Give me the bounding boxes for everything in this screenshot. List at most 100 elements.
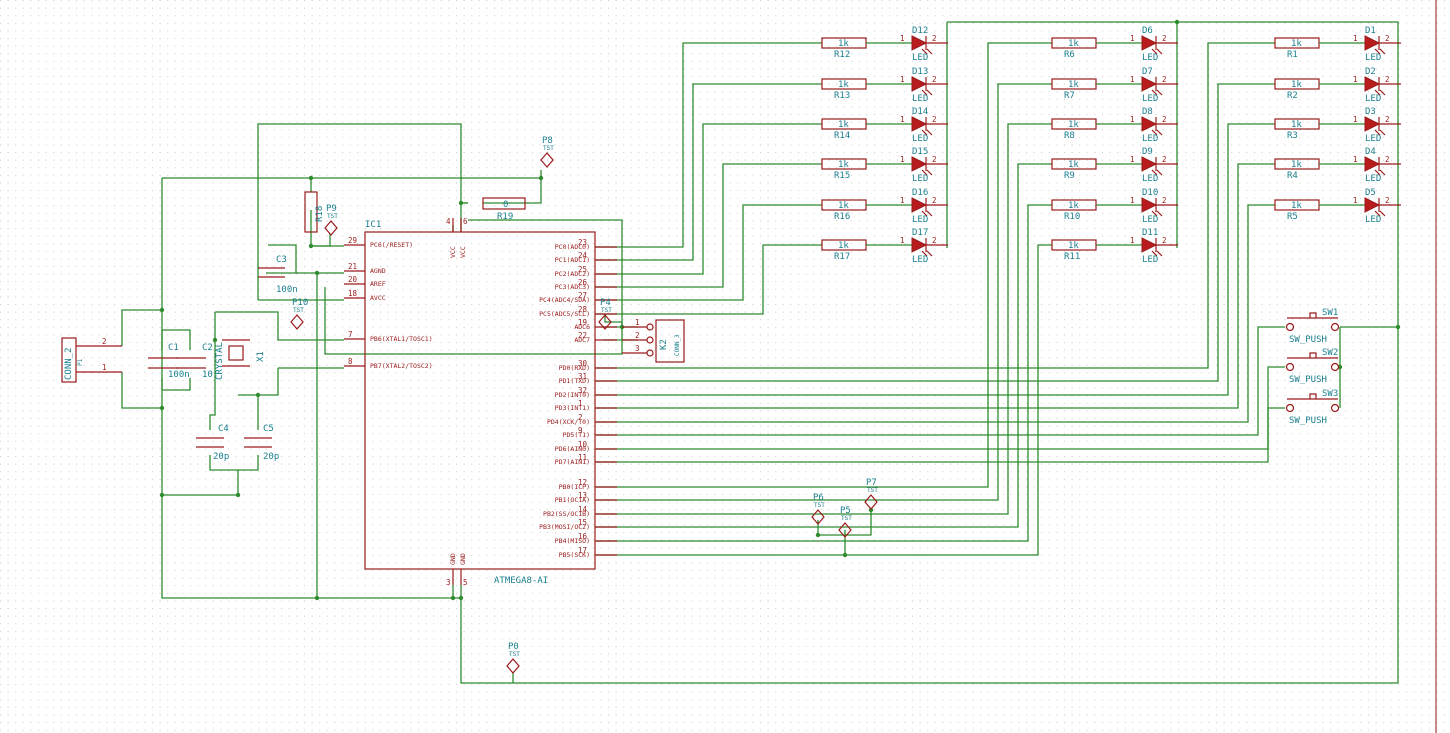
led-value-d4: LED (1365, 174, 1381, 184)
junctions (159, 19, 1401, 601)
mcu-pin-num-10: 10 (578, 440, 588, 449)
testpoint-ref-p5: P5 (840, 506, 851, 516)
led-value-d13: LED (912, 94, 928, 104)
mcu-pin-name-20: AREF (370, 280, 386, 288)
led-body-d14 (911, 116, 928, 132)
led-ref-d1: D1 (1365, 26, 1376, 36)
resistor-ref-r14: R14 (834, 131, 850, 141)
resistor-ref-r10: R10 (1064, 212, 1080, 222)
led-body-d11 (1141, 237, 1158, 253)
led-pin1-d16: 1 (900, 196, 905, 205)
led-rays-d16 (921, 210, 933, 217)
switch-contact-b-sw3 (1330, 403, 1340, 413)
led-value-d17: LED (912, 255, 928, 265)
resistor-ref-r12: R12 (834, 50, 850, 60)
testpoint-diamond-p4 (598, 314, 612, 330)
testpoint-ref-p0: P0 (508, 642, 519, 652)
resistor-r19: 0 R19 (482, 197, 526, 222)
led-ref-d14: D14 (912, 107, 928, 117)
mcu-pin-name-27: PC4(ADC4/SDA) (539, 296, 590, 304)
mcu-pin-name-7: PB6(XTAL1/TOSC1) (370, 335, 433, 343)
led-pin2-d10: 2 (1162, 196, 1167, 205)
mcu-pin-name-21: AGND (370, 267, 386, 275)
mcu-pin-name-22: ADC7 (574, 336, 590, 344)
led-pin2-d13: 2 (932, 75, 937, 84)
led-pin1-d12: 1 (900, 34, 905, 43)
resistor-value-r17: 1k (838, 241, 849, 251)
p1-ref: P1 (77, 358, 84, 366)
mcu-pin-name-25: PC2(ADC2) (555, 270, 590, 278)
led-pin1-d14: 1 (900, 115, 905, 124)
mcu-pin-name-13: PB1(OC1A) (555, 496, 590, 504)
resistor-value-r12: 1k (838, 39, 849, 49)
mcu-pin-num-20: 20 (348, 275, 358, 284)
led-body-d9 (1141, 156, 1158, 172)
resistor-value-r2: 1k (1291, 80, 1302, 90)
resistor-ref-r16: R16 (834, 212, 850, 222)
led-value-d5: LED (1365, 215, 1381, 225)
led-pin2-d17: 2 (932, 236, 937, 245)
led-value-d8: LED (1142, 134, 1158, 144)
mcu-pin-name-9: PD5(T1) (563, 431, 590, 439)
led-pin2-d15: 2 (932, 155, 937, 164)
testpoint-ref-p10: P10 (292, 298, 308, 308)
testpoint-diamond-p0 (506, 658, 520, 674)
mcu-pin-num-28: 28 (578, 305, 588, 314)
testpoint-bank: P8TSTP9TSTP10TSTP4TSTP6TSTP5TSTP7TSTP0TS… (290, 136, 878, 674)
led-rays-d9 (1151, 169, 1163, 176)
switch-actuator-sw3 (1287, 393, 1338, 400)
switch-value-sw1: SW_PUSH (1289, 335, 1327, 345)
led-pin2-d11: 2 (1162, 236, 1167, 245)
mcu-pin-name-18: AVCC (370, 294, 386, 302)
resistor-value-r4: 1k (1291, 160, 1302, 170)
led-pin2-d14: 2 (932, 115, 937, 124)
c2-value: 10 (202, 370, 213, 380)
mcu-pin-num-13: 13 (578, 491, 587, 500)
led-ref-d6: D6 (1142, 26, 1153, 36)
led-pin1-d4: 1 (1353, 155, 1358, 164)
led-body-d12 (911, 35, 928, 51)
mcu-pin-name-28: PC5(ADC5/SCL) (539, 310, 590, 318)
resistor-value-r13: 1k (838, 80, 849, 90)
switch-value-sw2: SW_PUSH (1289, 375, 1327, 385)
mcu-pin-name-17: PB5(SCK) (559, 551, 590, 559)
led-rays-d6 (1151, 48, 1163, 55)
c2-ref: C2 (202, 343, 213, 353)
switch-actuator-sw2 (1287, 352, 1338, 359)
testpoint-ref-p8: P8 (542, 136, 553, 146)
led-ref-d12: D12 (912, 26, 928, 36)
led-body-d4 (1364, 156, 1381, 172)
led-pin1-d15: 1 (900, 155, 905, 164)
capacitor-c5: C5 20p (244, 424, 279, 462)
testpoint-diamond-p5 (838, 522, 852, 538)
led-value-d11: LED (1142, 255, 1158, 265)
testpoint-sub-p8: TST (543, 145, 554, 152)
led-pin1-d8: 1 (1130, 115, 1135, 124)
led-rays-d8 (1151, 129, 1163, 136)
led-pin1-d7: 1 (1130, 75, 1135, 84)
led-ref-d13: D13 (912, 67, 928, 77)
resistor-ref-r11: R11 (1064, 252, 1080, 262)
mcu-pin-name-11: PD7(AIN1) (555, 458, 590, 466)
resistor-value-r7: 1k (1068, 80, 1079, 90)
switch-value-sw3: SW_PUSH (1289, 416, 1327, 426)
mcu-pin-num-26: 26 (578, 278, 588, 287)
led-value-d12: LED (912, 53, 928, 63)
testpoint-diamond-p8 (540, 152, 554, 168)
led-body-d1 (1364, 35, 1381, 51)
